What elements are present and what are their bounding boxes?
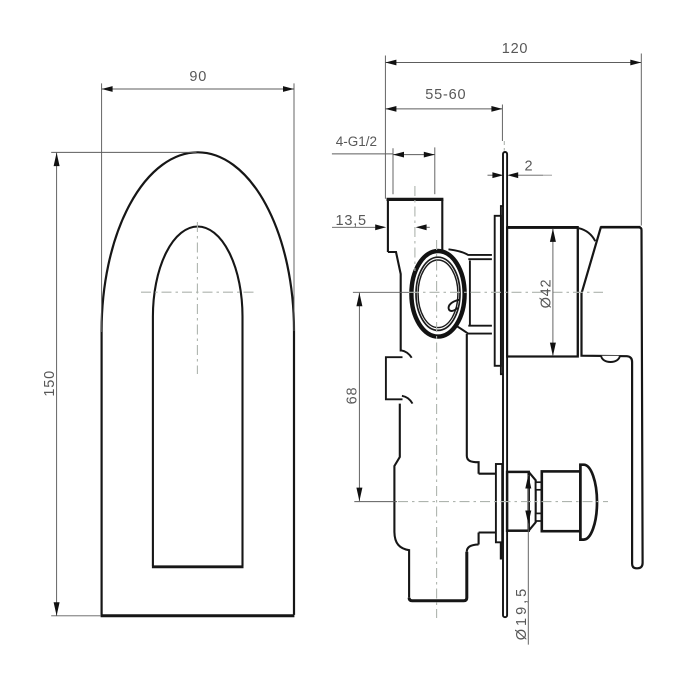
svg-text:Ø19,5: Ø19,5 xyxy=(514,586,530,641)
svg-text:68: 68 xyxy=(344,387,360,405)
svg-text:90: 90 xyxy=(189,69,207,85)
svg-text:13,5: 13,5 xyxy=(336,213,367,229)
svg-text:55-60: 55-60 xyxy=(425,87,466,103)
svg-text:4-G1/2: 4-G1/2 xyxy=(336,134,377,149)
svg-text:120: 120 xyxy=(502,41,529,57)
svg-text:2: 2 xyxy=(524,159,533,175)
svg-text:Ø42: Ø42 xyxy=(539,279,555,309)
svg-text:150: 150 xyxy=(42,370,58,397)
